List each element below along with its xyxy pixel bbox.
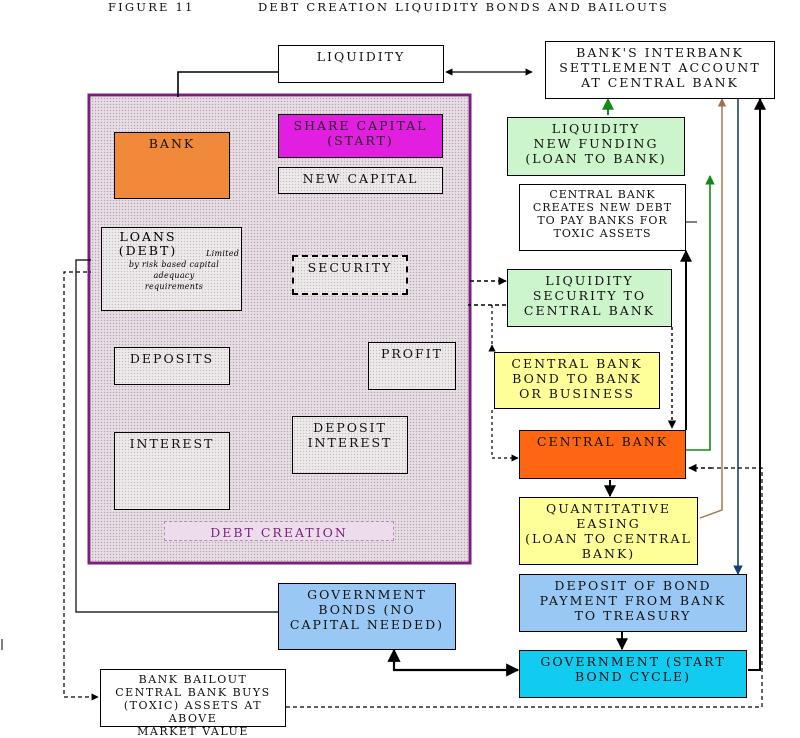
- loans-note-requirements: by risk based capital adequacy requireme…: [128, 260, 220, 291]
- bank-node: BANK: [114, 132, 230, 199]
- deposits-node: DEPOSITS: [114, 347, 230, 385]
- central-bank-node: CENTRAL BANK: [519, 430, 686, 479]
- loans-note-limited: Limited: [206, 249, 240, 258]
- cb-creates-new-debt-node: CENTRAL BANK CREATES NEW DEBT TO PAY BAN…: [519, 184, 686, 251]
- quantitative-easing-node: QUANTITATIVE EASING (LOAN TO CENTRAL BAN…: [519, 497, 698, 565]
- deposit-interest-node: DEPOSIT INTEREST: [292, 416, 408, 474]
- figure-title: DEBT CREATION LIQUIDITY BONDS AND BAILOU…: [258, 0, 669, 14]
- share-capital-node: SHARE CAPITAL (START): [278, 114, 443, 158]
- loans-title: LOANS (DEBT): [118, 229, 178, 258]
- interest-node: INTEREST: [114, 432, 230, 510]
- figure-label: FIGURE 11: [108, 0, 195, 14]
- government-bonds-node: GOVERNMENT BONDS (NO CAPITAL NEEDED): [278, 583, 456, 650]
- interbank-settlement-node: BANK'S INTERBANK SETTLEMENT ACCOUNT AT C…: [545, 41, 775, 99]
- debt-creation-frame: [87, 93, 472, 565]
- liquidity-node: LIQUIDITY: [278, 45, 444, 83]
- profit-node: PROFIT: [368, 342, 456, 390]
- cb-bond-node: CENTRAL BANK BOND TO BANK OR BUSINESS: [494, 352, 660, 409]
- government-node: GOVERNMENT (START BOND CYCLE): [519, 650, 747, 698]
- liquidity-new-funding-node: LIQUIDITY NEW FUNDING (LOAN TO BANK): [507, 117, 685, 176]
- deposit-bond-payment-node: DEPOSIT OF BOND PAYMENT FROM BANK TO TRE…: [519, 574, 747, 632]
- loans-node: LOANS (DEBT) Limited by risk based capit…: [101, 227, 242, 311]
- new-capital-node: NEW CAPITAL: [278, 167, 443, 194]
- debt-creation-label: DEBT CREATION: [164, 521, 394, 541]
- liquidity-security-node: LIQUIDITY SECURITY TO CENTRAL BANK: [507, 269, 672, 327]
- bank-bailout-node: BANK BAILOUT CENTRAL BANK BUYS (TOXIC) A…: [100, 669, 286, 738]
- security-node: SECURITY: [292, 255, 408, 295]
